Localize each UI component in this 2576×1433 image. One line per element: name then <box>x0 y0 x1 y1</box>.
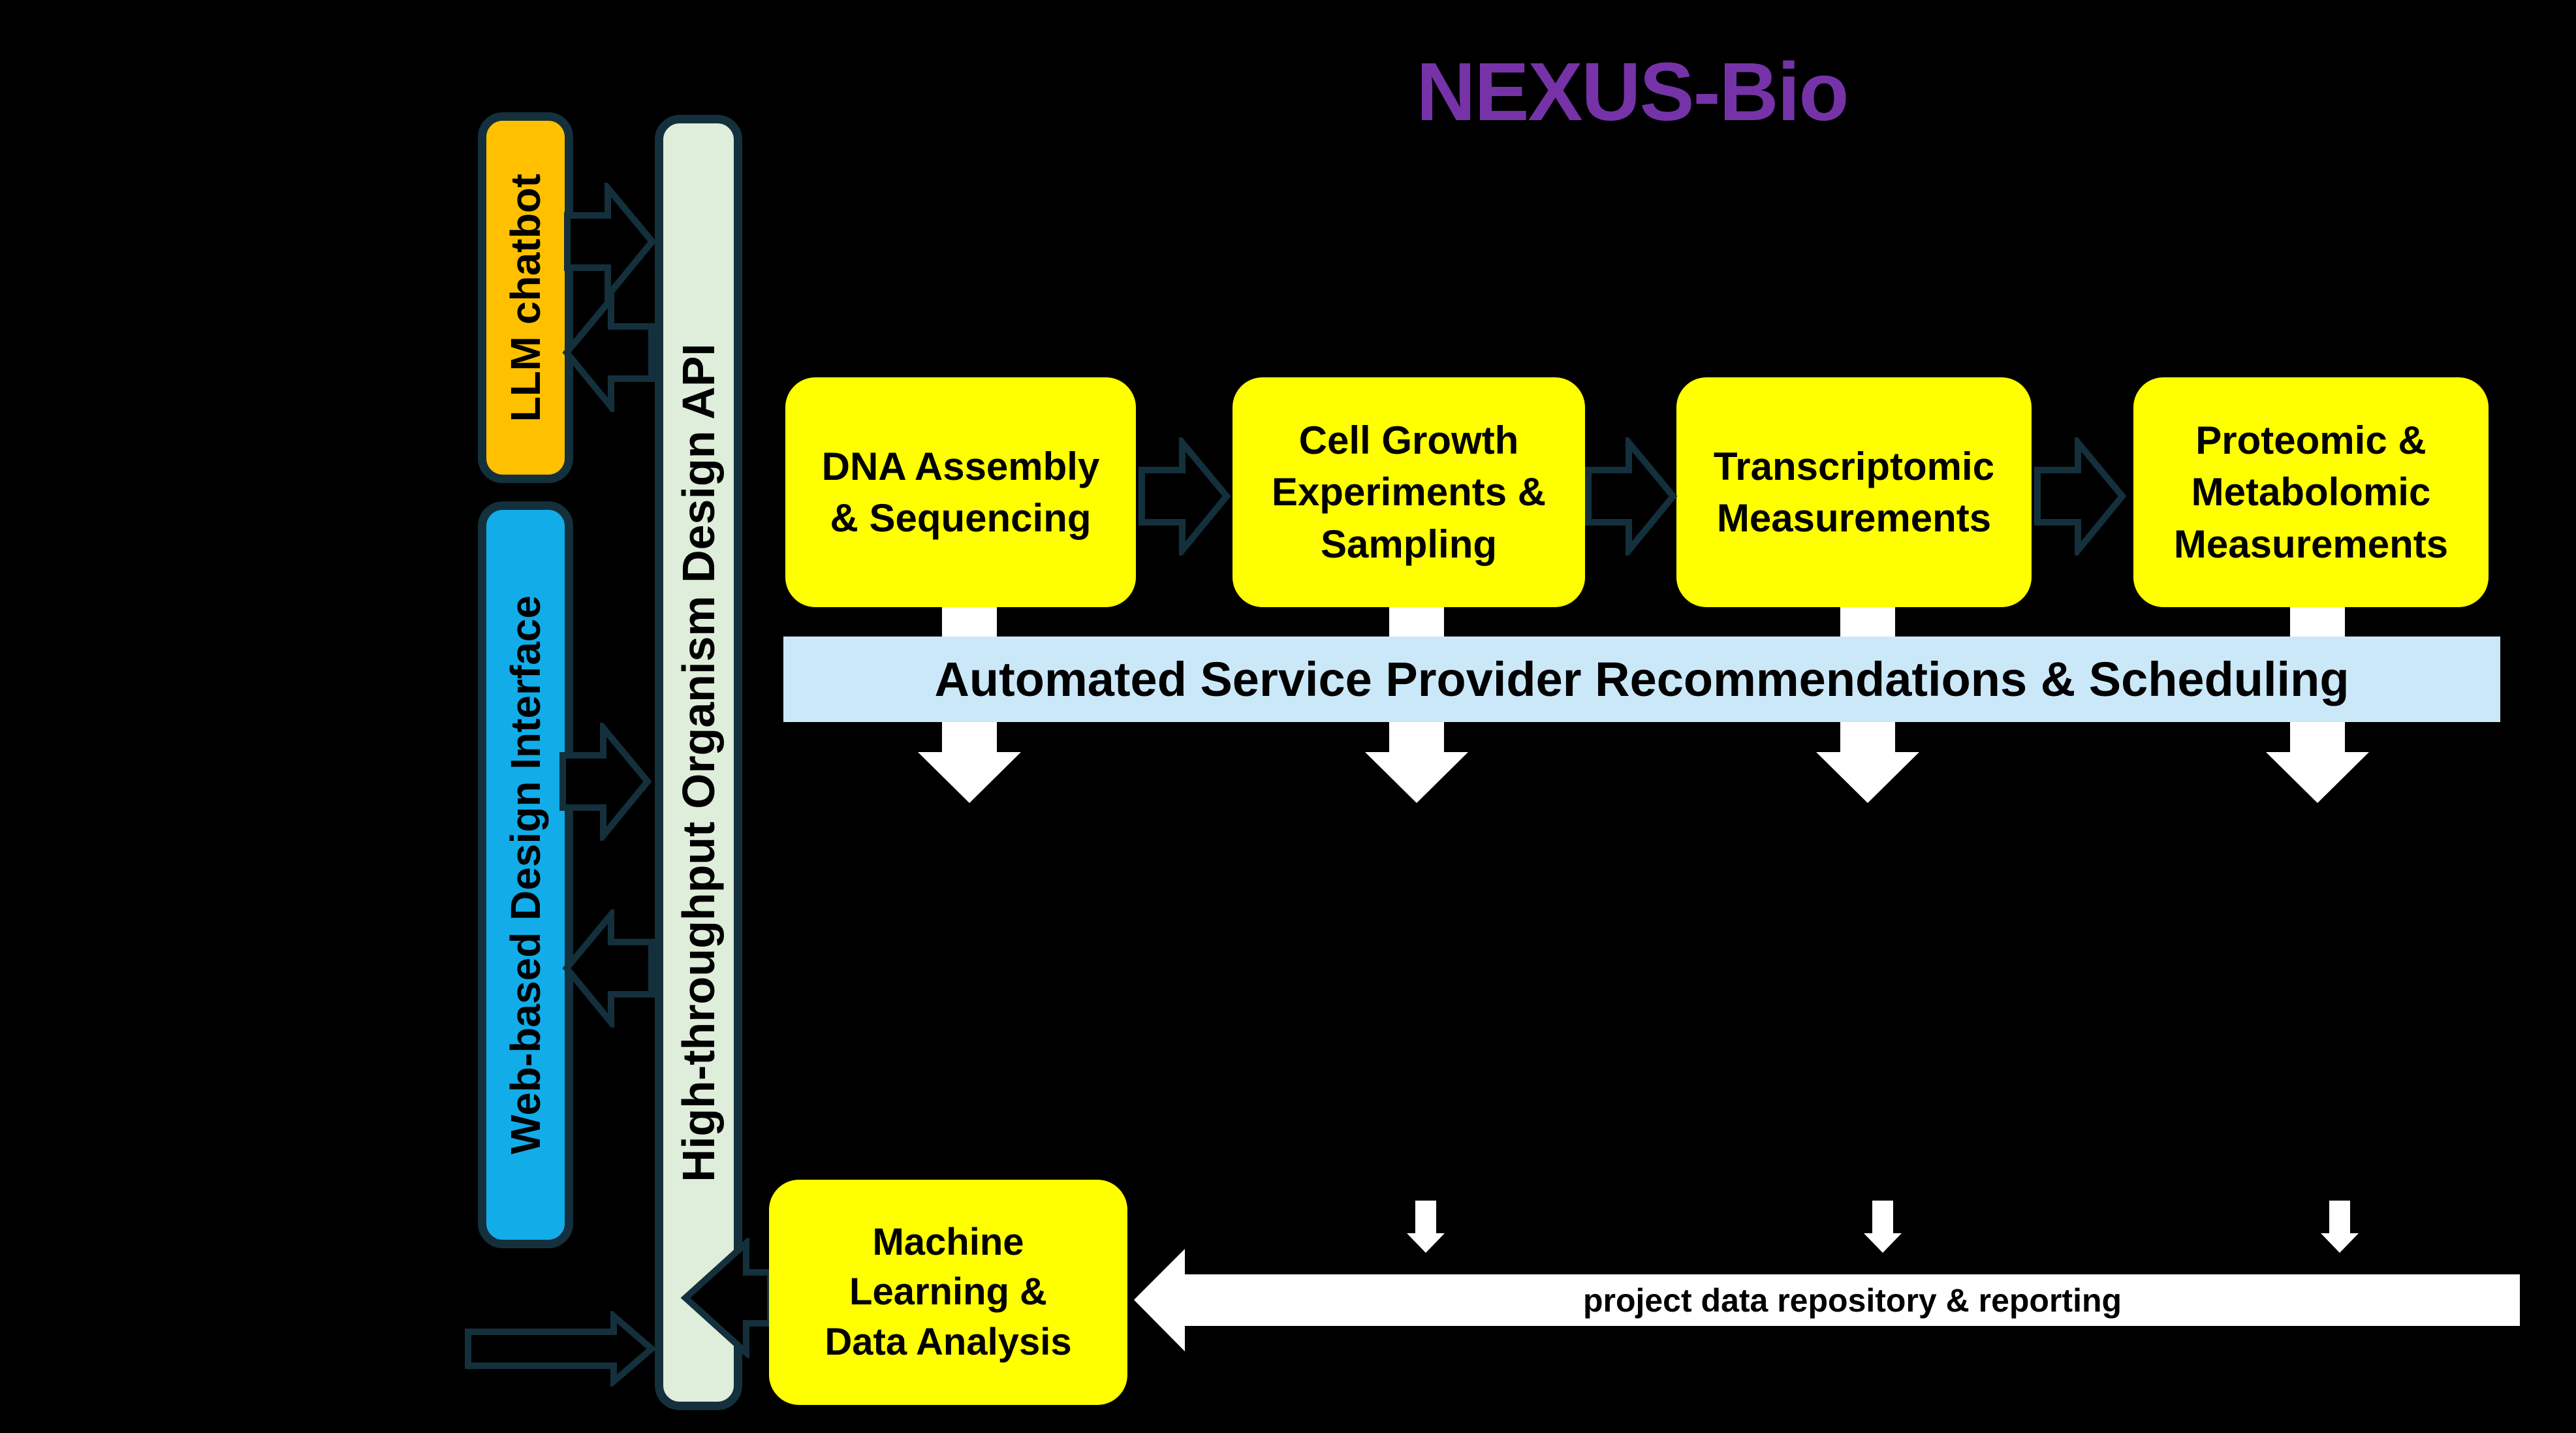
step-transcriptomic: Transcriptomic Measurements <box>1676 377 2032 607</box>
arrow-data-to-repository-3 <box>2321 1201 2359 1253</box>
organism-design-api-bar: High-throughput Organism Design API <box>655 115 742 1410</box>
arrow-external-to-api <box>465 1311 657 1387</box>
ml-data-analysis-box: Machine Learning & Data Analysis <box>769 1180 1127 1405</box>
arrow-api-to-web <box>562 909 655 1028</box>
arrow-api-to-llm <box>562 294 655 412</box>
web-design-interface-label: Web-based Design Interface <box>502 595 549 1154</box>
web-design-interface-box: Web-based Design Interface <box>478 501 573 1248</box>
arrow-step1-to-step2 <box>1139 437 1231 556</box>
page-title: NEXUS-Bio <box>1416 46 1849 138</box>
repository-arrow-label: project data repository & reporting <box>1582 1282 2122 1319</box>
llm-chatbot-box: LLM chatbot <box>478 112 573 483</box>
organism-design-api-label: High-throughput Organism Design API <box>673 343 724 1182</box>
arrow-step3-to-step4 <box>2034 437 2127 556</box>
arrow-data-to-repository-2 <box>1864 1201 1902 1253</box>
scheduling-banner: Automated Service Provider Recommendatio… <box>783 637 2500 722</box>
llm-chatbot-label: LLM chatbot <box>502 173 549 422</box>
arrow-llm-to-api <box>564 183 657 301</box>
repository-arrow <box>1134 1249 2520 1351</box>
arrow-ml-to-api <box>680 1238 774 1358</box>
step-dna-assembly: DNA Assembly & Sequencing <box>785 377 1136 607</box>
step-proteomic-metabolomic: Proteomic & Metabolomic Measurements <box>2133 377 2489 607</box>
arrow-data-to-repository-1 <box>1407 1201 1445 1253</box>
arrow-step2-to-step3 <box>1585 437 1678 556</box>
arrow-web-to-api <box>559 723 652 841</box>
step-cell-growth: Cell Growth Experiments & Sampling <box>1233 377 1585 607</box>
